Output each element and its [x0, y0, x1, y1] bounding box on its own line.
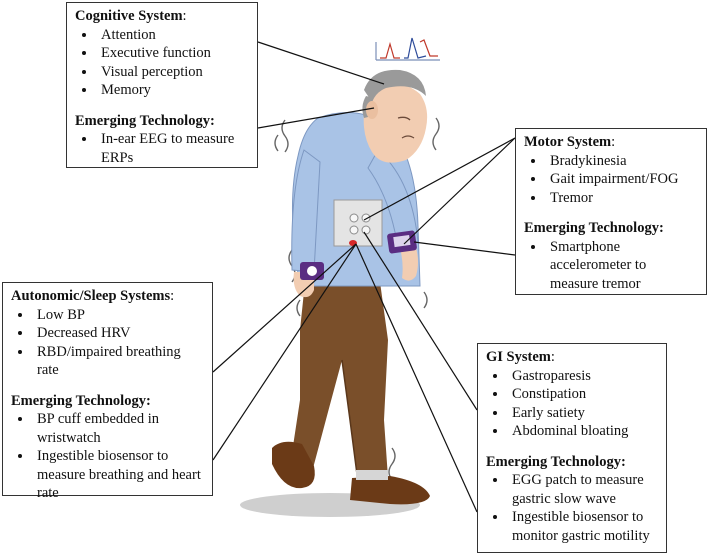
gi-tech-list: EGG patch to measure gastric slow wave I… — [486, 471, 658, 545]
left-shoe — [272, 441, 315, 489]
right-hand — [400, 248, 418, 281]
egg-patch — [333, 199, 383, 247]
list-item: Early satiety — [508, 404, 658, 423]
list-item: Attention — [97, 26, 249, 45]
connector-lines — [212, 41, 516, 513]
cognitive-heading-line: Cognitive System: — [75, 7, 249, 26]
motor-tech-heading: Emerging Technology: — [524, 220, 664, 236]
autonomic-sleep-box: Autonomic/Sleep Systems: Low BP Decrease… — [2, 282, 213, 501]
gi-tech-heading: Emerging Technology: — [486, 453, 626, 470]
motor-tech-list: Smartphone accelerometer to measure trem… — [524, 238, 698, 294]
gi-list: Gastroparesis Constipation Early satiety… — [486, 367, 658, 441]
pants — [290, 282, 388, 483]
list-item: Bradykinesia — [546, 152, 698, 171]
eeg-waveform-icon — [375, 37, 440, 61]
list-item: Constipation — [508, 385, 658, 404]
list-item: Smartphone accelerometer to measure trem… — [546, 238, 698, 294]
autonomic-heading-colon: : — [170, 288, 175, 304]
list-item: Memory — [97, 81, 249, 100]
motor-system-box: Motor System: Bradykinesia Gait impairme… — [515, 128, 707, 295]
cognitive-heading-colon: : — [182, 8, 187, 24]
cognitive-tech-heading: Emerging Technology: — [75, 112, 215, 129]
autonomic-heading: Autonomic/Sleep Systems — [11, 288, 171, 304]
gi-heading: GI System — [486, 349, 551, 365]
autonomic-list: Low BP Decreased HRV RBD/impaired breath… — [11, 306, 204, 380]
list-item: Decreased HRV — [33, 324, 204, 343]
autonomic-tech-list: BP cuff embedded in wristwatch Ingestibl… — [11, 410, 204, 503]
list-item: Ingestible biosensor to monitor gastric … — [508, 508, 658, 545]
cognitive-heading: Cognitive System — [75, 8, 183, 24]
list-item: Ingestible biosensor to measure breathin… — [33, 447, 204, 503]
left-wristband-logo — [307, 266, 317, 276]
list-item: Low BP — [33, 306, 204, 325]
cognitive-tech-list: In-ear EEG to measure ERPs — [75, 130, 249, 167]
motor-list: Bradykinesia Gait impairment/FOG Tremor — [524, 152, 698, 208]
motor-heading-colon: : — [611, 134, 616, 150]
motor-heading: Motor System — [524, 134, 612, 150]
head — [362, 69, 428, 163]
gi-heading-line: GI System: — [486, 348, 658, 367]
list-item: RBD/impaired breathing rate — [33, 343, 204, 380]
list-item: EGG patch to measure gastric slow wave — [508, 471, 658, 508]
list-item: Gastroparesis — [508, 367, 658, 386]
right-sock — [356, 470, 388, 480]
gi-system-box: GI System: Gastroparesis Constipation Ea… — [477, 343, 667, 553]
right-shoe — [350, 476, 430, 505]
autonomic-tech-heading: Emerging Technology: — [11, 392, 151, 409]
list-item: Abdominal bloating — [508, 422, 658, 441]
cognitive-system-box: Cognitive System: Attention Executive fu… — [66, 2, 258, 168]
list-item: Visual perception — [97, 63, 249, 82]
list-item: In-ear EEG to measure ERPs — [97, 130, 249, 167]
cognitive-list: Attention Executive function Visual perc… — [75, 26, 249, 100]
wrist-device-screen — [393, 234, 411, 248]
list-item: BP cuff embedded in wristwatch — [33, 410, 204, 447]
list-item: Executive function — [97, 44, 249, 63]
list-item: Gait impairment/FOG — [546, 170, 698, 189]
motor-heading-line: Motor System: — [524, 133, 698, 152]
gi-heading-colon: : — [550, 349, 555, 365]
list-item: Tremor — [546, 189, 698, 208]
autonomic-heading-line: Autonomic/Sleep Systems: — [11, 287, 204, 306]
